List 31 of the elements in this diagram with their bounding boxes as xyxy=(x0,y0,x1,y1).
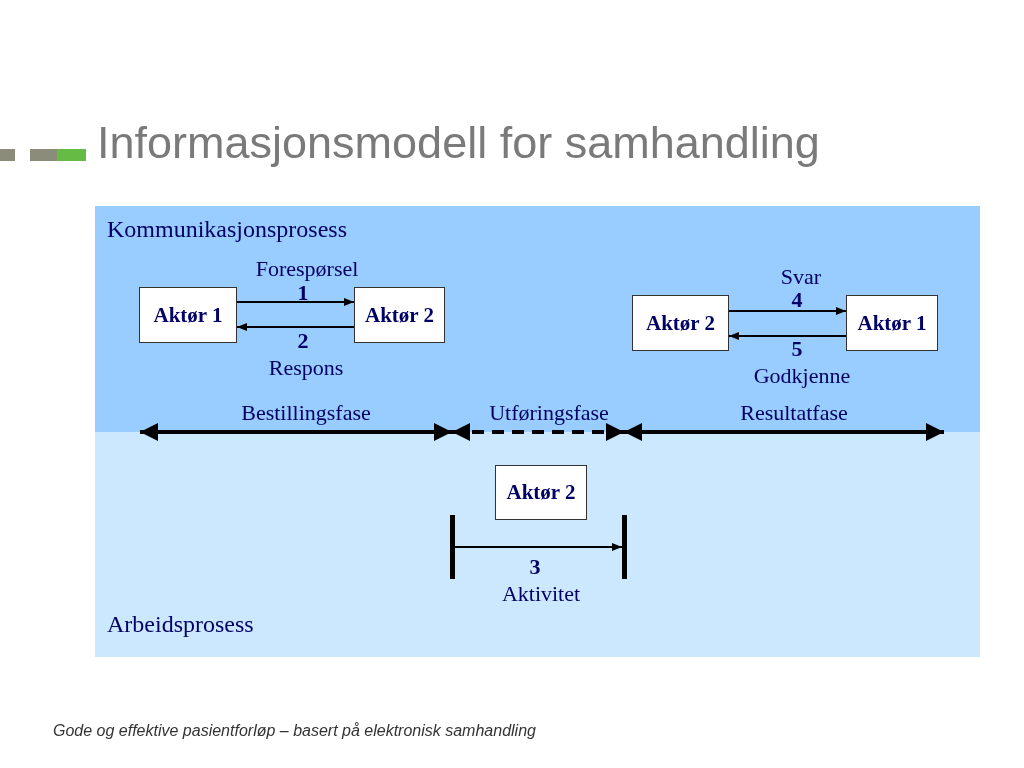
actor-box: Aktør 1 xyxy=(846,295,938,351)
step-number: 3 xyxy=(529,556,541,578)
phase-label: Resultatfase xyxy=(740,402,848,424)
activity-label: Aktivitet xyxy=(501,583,581,605)
message-label: Forespørsel xyxy=(255,258,359,280)
process-band xyxy=(95,432,980,657)
actor-box: Aktør 2 xyxy=(495,465,587,520)
band-title: Arbeidsprosess xyxy=(107,610,254,637)
arrow xyxy=(236,323,355,331)
boundary-bar xyxy=(622,515,627,579)
arrow xyxy=(728,332,847,340)
message-label: Godkjenne xyxy=(753,365,851,387)
process-band xyxy=(95,206,980,432)
arrow xyxy=(454,543,623,551)
slide-title: Informasjonsmodell for samhandling xyxy=(97,118,820,168)
phase-label: Bestillingsfase xyxy=(241,402,371,424)
step-number: 4 xyxy=(791,289,803,311)
actor-box: Aktør 2 xyxy=(354,287,445,343)
phase-label: Utføringsfase xyxy=(489,402,609,424)
band-title: Kommunikasjonsprosess xyxy=(107,216,347,243)
arrow xyxy=(728,307,847,315)
message-label: Respons xyxy=(268,357,344,379)
actor-box: Aktør 2 xyxy=(632,295,729,351)
boundary-bar xyxy=(450,515,455,579)
footer-caption: Gode og effektive pasientforløp – basert på elektronisk samhandling xyxy=(53,721,536,741)
step-number: 2 xyxy=(297,330,309,352)
actor-box: Aktør 1 xyxy=(139,287,237,343)
step-number: 5 xyxy=(791,338,803,360)
step-number: 1 xyxy=(297,282,309,304)
message-label: Svar xyxy=(780,266,822,288)
arrow xyxy=(236,298,355,306)
